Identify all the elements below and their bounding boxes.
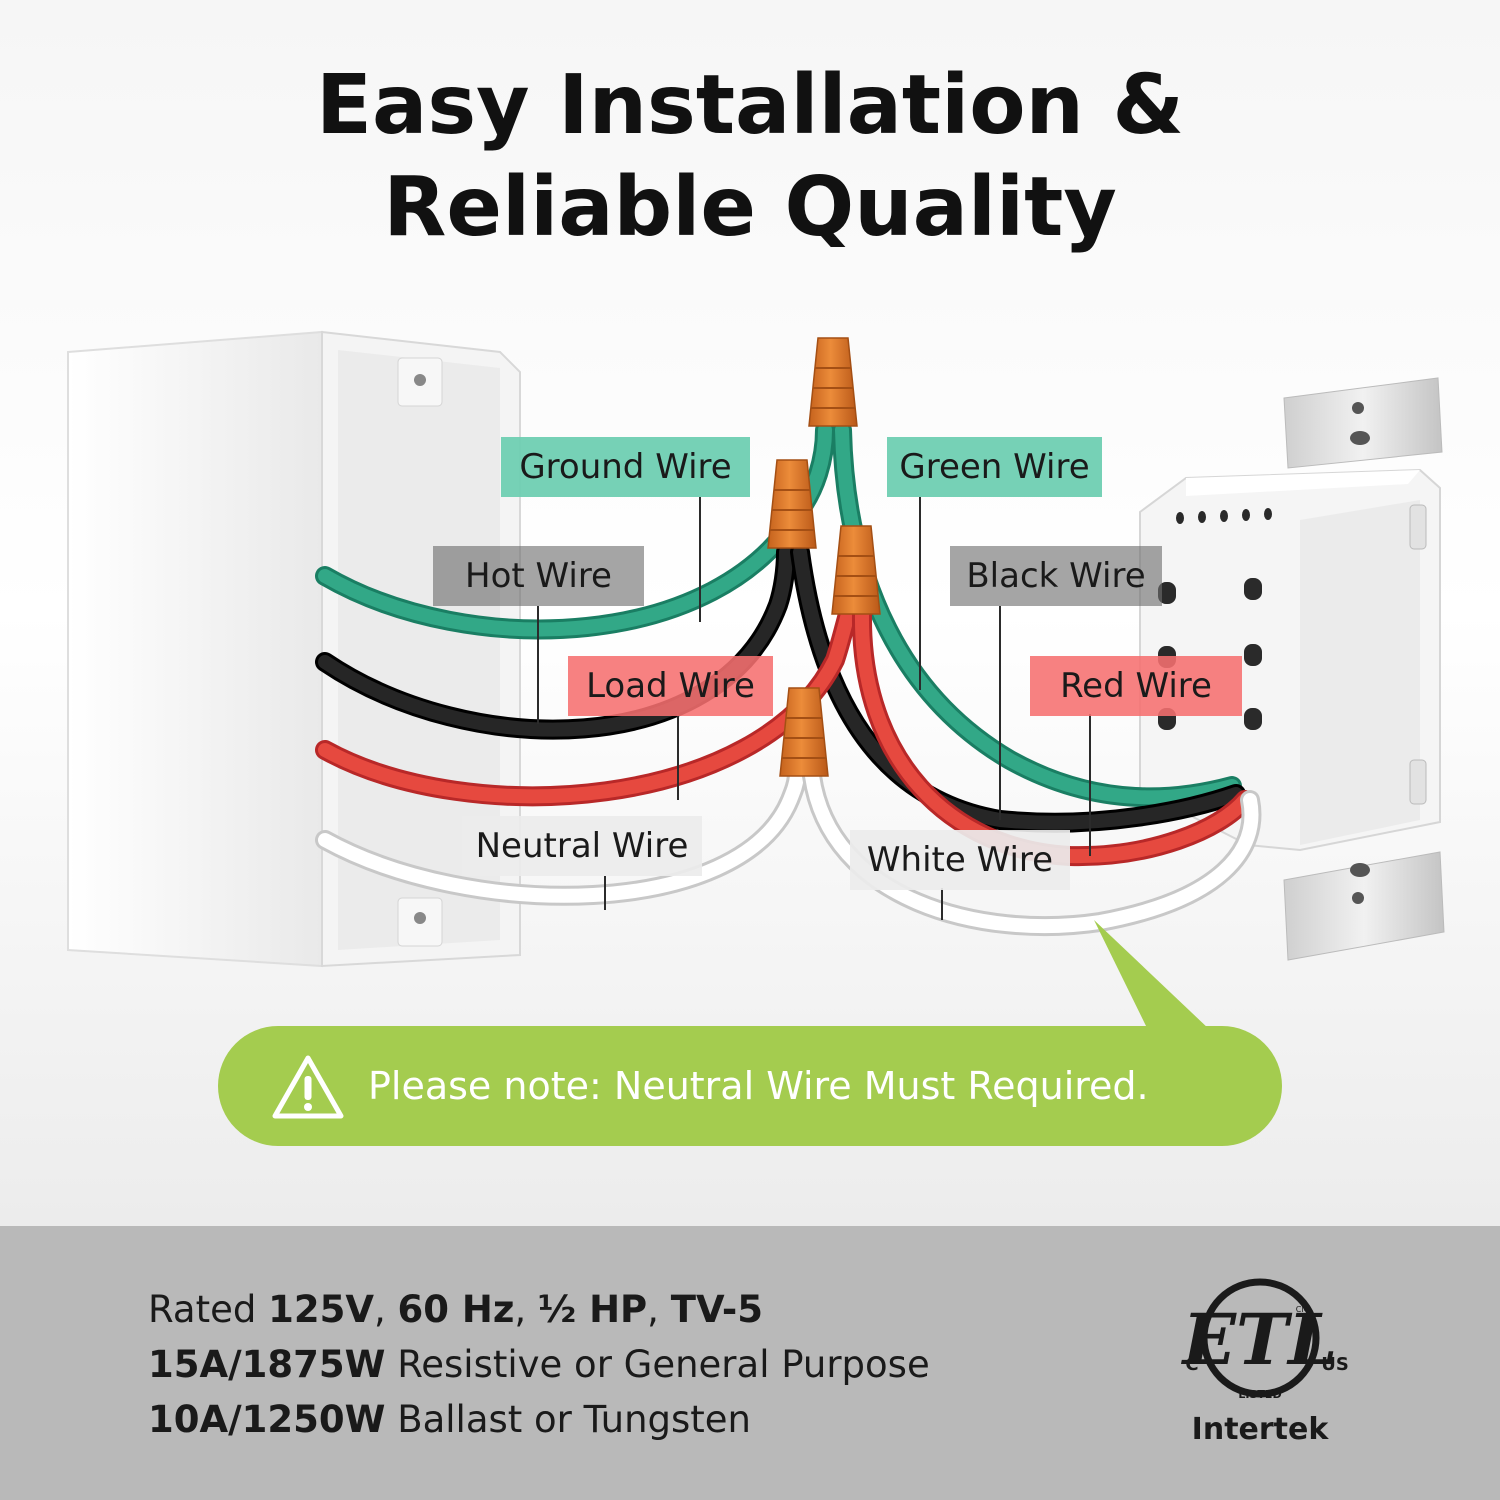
spec-voltage: 125V — [268, 1288, 374, 1331]
intertek-brand: Intertek — [1191, 1412, 1329, 1447]
leader-lines — [537, 497, 1091, 920]
neutral-wire-label: Neutral Wire — [462, 816, 702, 876]
note-text: Please note: Neutral Wire Must Required. — [368, 1064, 1149, 1108]
spec-horsepower: ½ HP — [537, 1288, 648, 1331]
spec-ballast-line: 10A/1250W Ballast or Tungsten — [148, 1398, 751, 1441]
hot-wire-label: Hot Wire — [433, 546, 644, 606]
spec-resistive-line: 15A/1875W Resistive or General Purpose — [148, 1343, 930, 1386]
load-wire-label: Load Wire — [568, 656, 773, 716]
etl-us-mark: US — [1321, 1354, 1349, 1375]
etl-cm-text: CM — [1296, 1305, 1309, 1314]
spec-band: Rated 125V, 60 Hz, ½ HP, TV-5 15A/1875W … — [0, 1226, 1500, 1500]
etl-c-mark: C — [1185, 1354, 1198, 1375]
warning-triangle-icon — [272, 1055, 344, 1119]
spec-ballast-text: Ballast or Tungsten — [385, 1398, 752, 1441]
spec-resistive-value: 15A/1875W — [148, 1343, 386, 1386]
spec-rated-word: Rated — [148, 1288, 269, 1331]
wire-nut-load — [831, 525, 881, 615]
white-wire-label: White Wire — [850, 830, 1070, 890]
wiring-illustration — [0, 0, 1500, 1226]
smart-switch — [1139, 377, 1445, 961]
wire-nut-ground — [808, 337, 858, 427]
spec-separator: , — [514, 1288, 538, 1331]
green-wire-label: Green Wire — [887, 437, 1102, 497]
red-wire-label: Red Wire — [1030, 656, 1242, 716]
black-wire-label: Black Wire — [950, 546, 1162, 606]
spec-ballast-value: 10A/1250W — [148, 1398, 386, 1441]
page-title-line-2: Reliable Quality — [383, 160, 1117, 255]
spec-separator: , — [373, 1288, 398, 1331]
neutral-wire-note: Please note: Neutral Wire Must Required. — [218, 1026, 1282, 1146]
etl-mark: ETL — [1181, 1298, 1338, 1381]
spec-frequency: 60 Hz — [397, 1288, 515, 1331]
electrical-box — [67, 330, 521, 968]
ground-wire-label: Ground Wire — [501, 437, 750, 497]
etl-listed-text: LISTED — [1238, 1388, 1281, 1401]
etl-listed-logo: ETL C US LISTED CM — [1181, 1278, 1349, 1401]
spec-tv-rating: TV-5 — [670, 1288, 763, 1331]
wire-nut-hot — [767, 459, 817, 549]
wires — [315, 420, 1262, 937]
note-pointer — [1094, 920, 1210, 1030]
page-title-line-1: Easy Installation & — [315, 58, 1184, 153]
spec-resistive-text: Resistive or General Purpose — [385, 1343, 930, 1386]
spec-separator: , — [647, 1288, 671, 1331]
spec-rating-line: Rated 125V, 60 Hz, ½ HP, TV-5 — [148, 1288, 763, 1331]
wire-nut-neutral — [779, 687, 829, 777]
